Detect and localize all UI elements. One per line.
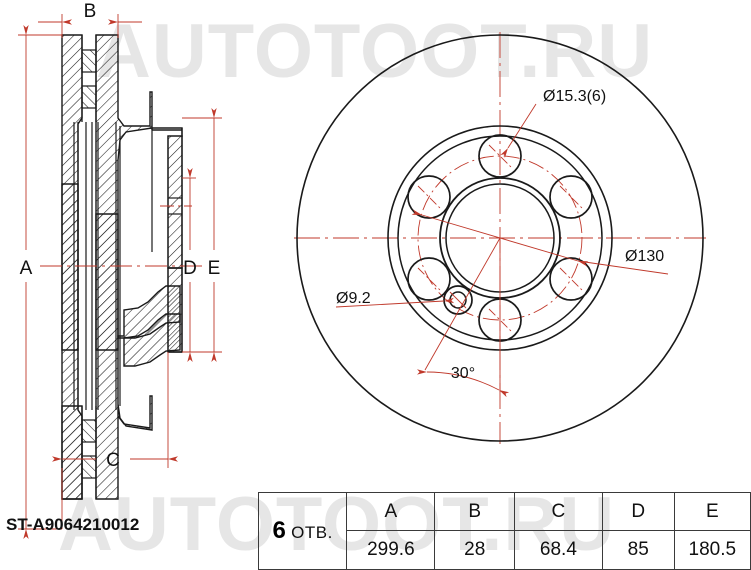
bolt-hole-2-mark [417,185,441,209]
header-c: C [514,492,603,531]
face-view-group: Ø15.3(6) Ø130 Ø9.2 30° [294,32,706,444]
section-vane-upper-2 [81,85,97,109]
dim-label-a: A [20,258,33,279]
section-view-group: B A C [18,1,222,539]
dimension-b: B [38,1,142,38]
dim-label-c: C [106,450,120,471]
bolt-hole-5 [549,257,593,301]
dim-label-b: B [84,1,97,22]
callout-small-hole-dia: Ø9.2 [335,290,455,308]
bolt-hole-1-mark [488,144,512,168]
dimension-c: C [52,352,178,529]
specification-table: 6 ОТВ. A B C D E 299.6 28 68.4 85 180.5 [257,492,751,570]
value-e: 180.5 [673,530,751,570]
value-d: 85 [601,530,675,570]
callout-bolt-circle-dia: Ø130 [411,209,669,275]
bolt-hole-4-mark [488,308,512,332]
section-hatch-inner-lower [95,213,153,500]
header-b: B [434,492,516,531]
holes-count: 6 [272,517,286,544]
dim-label-e: E [208,258,221,279]
callout-angle: 30° [416,237,510,398]
bolt-hole-6-mark [559,185,583,209]
small-holes-group [443,285,473,315]
section-vane-lower-2 [81,419,97,443]
bolt-hole-3-mark [417,267,441,291]
callout-92-label: Ø9.2 [336,290,371,307]
small-hole-mark [449,291,467,309]
angle-ray-1 [424,237,501,371]
angle-arc [416,369,510,398]
table-value-row: 299.6 28 68.4 85 180.5 [259,530,751,570]
holes-cell: 6 ОТВ. [257,492,348,570]
callout-92-leader [335,297,455,308]
section-hatch-outer-lower-2 [61,405,83,500]
dimension-a: A [18,25,62,539]
dim-label-d: D [183,258,197,279]
part-number: ST-A9064210012 [6,515,140,534]
holes-label: ОТВ. [291,523,333,542]
callout-130-leader [577,260,669,275]
value-a: 299.6 [346,530,436,570]
bolt-hole-5-mark [559,267,583,291]
section-vane-upper-1 [81,49,97,73]
callout-130-label: Ø130 [625,248,664,265]
header-e: E [673,492,751,531]
dimension-e: E [182,108,222,362]
callout-15-label: Ø15.3(6) [543,88,606,105]
callout-angle-label: 30° [451,365,475,382]
disc-outer-circle [296,34,704,442]
table-header-row: 6 ОТВ. A B C D E [257,492,751,570]
callout-bolt-hole-dia: Ø15.3(6) [500,88,606,158]
header-d: D [601,492,675,531]
dimension-d: D [182,168,197,362]
value-c: 68.4 [514,530,603,570]
value-b: 28 [434,530,516,570]
section-hub-flange-lower [167,267,183,353]
callout-15-leader [500,103,537,158]
header-a: A [346,492,436,531]
bolt-holes-group [407,134,593,342]
section-hub-flange-upper [167,135,183,269]
bolt-hole-1 [478,134,522,178]
